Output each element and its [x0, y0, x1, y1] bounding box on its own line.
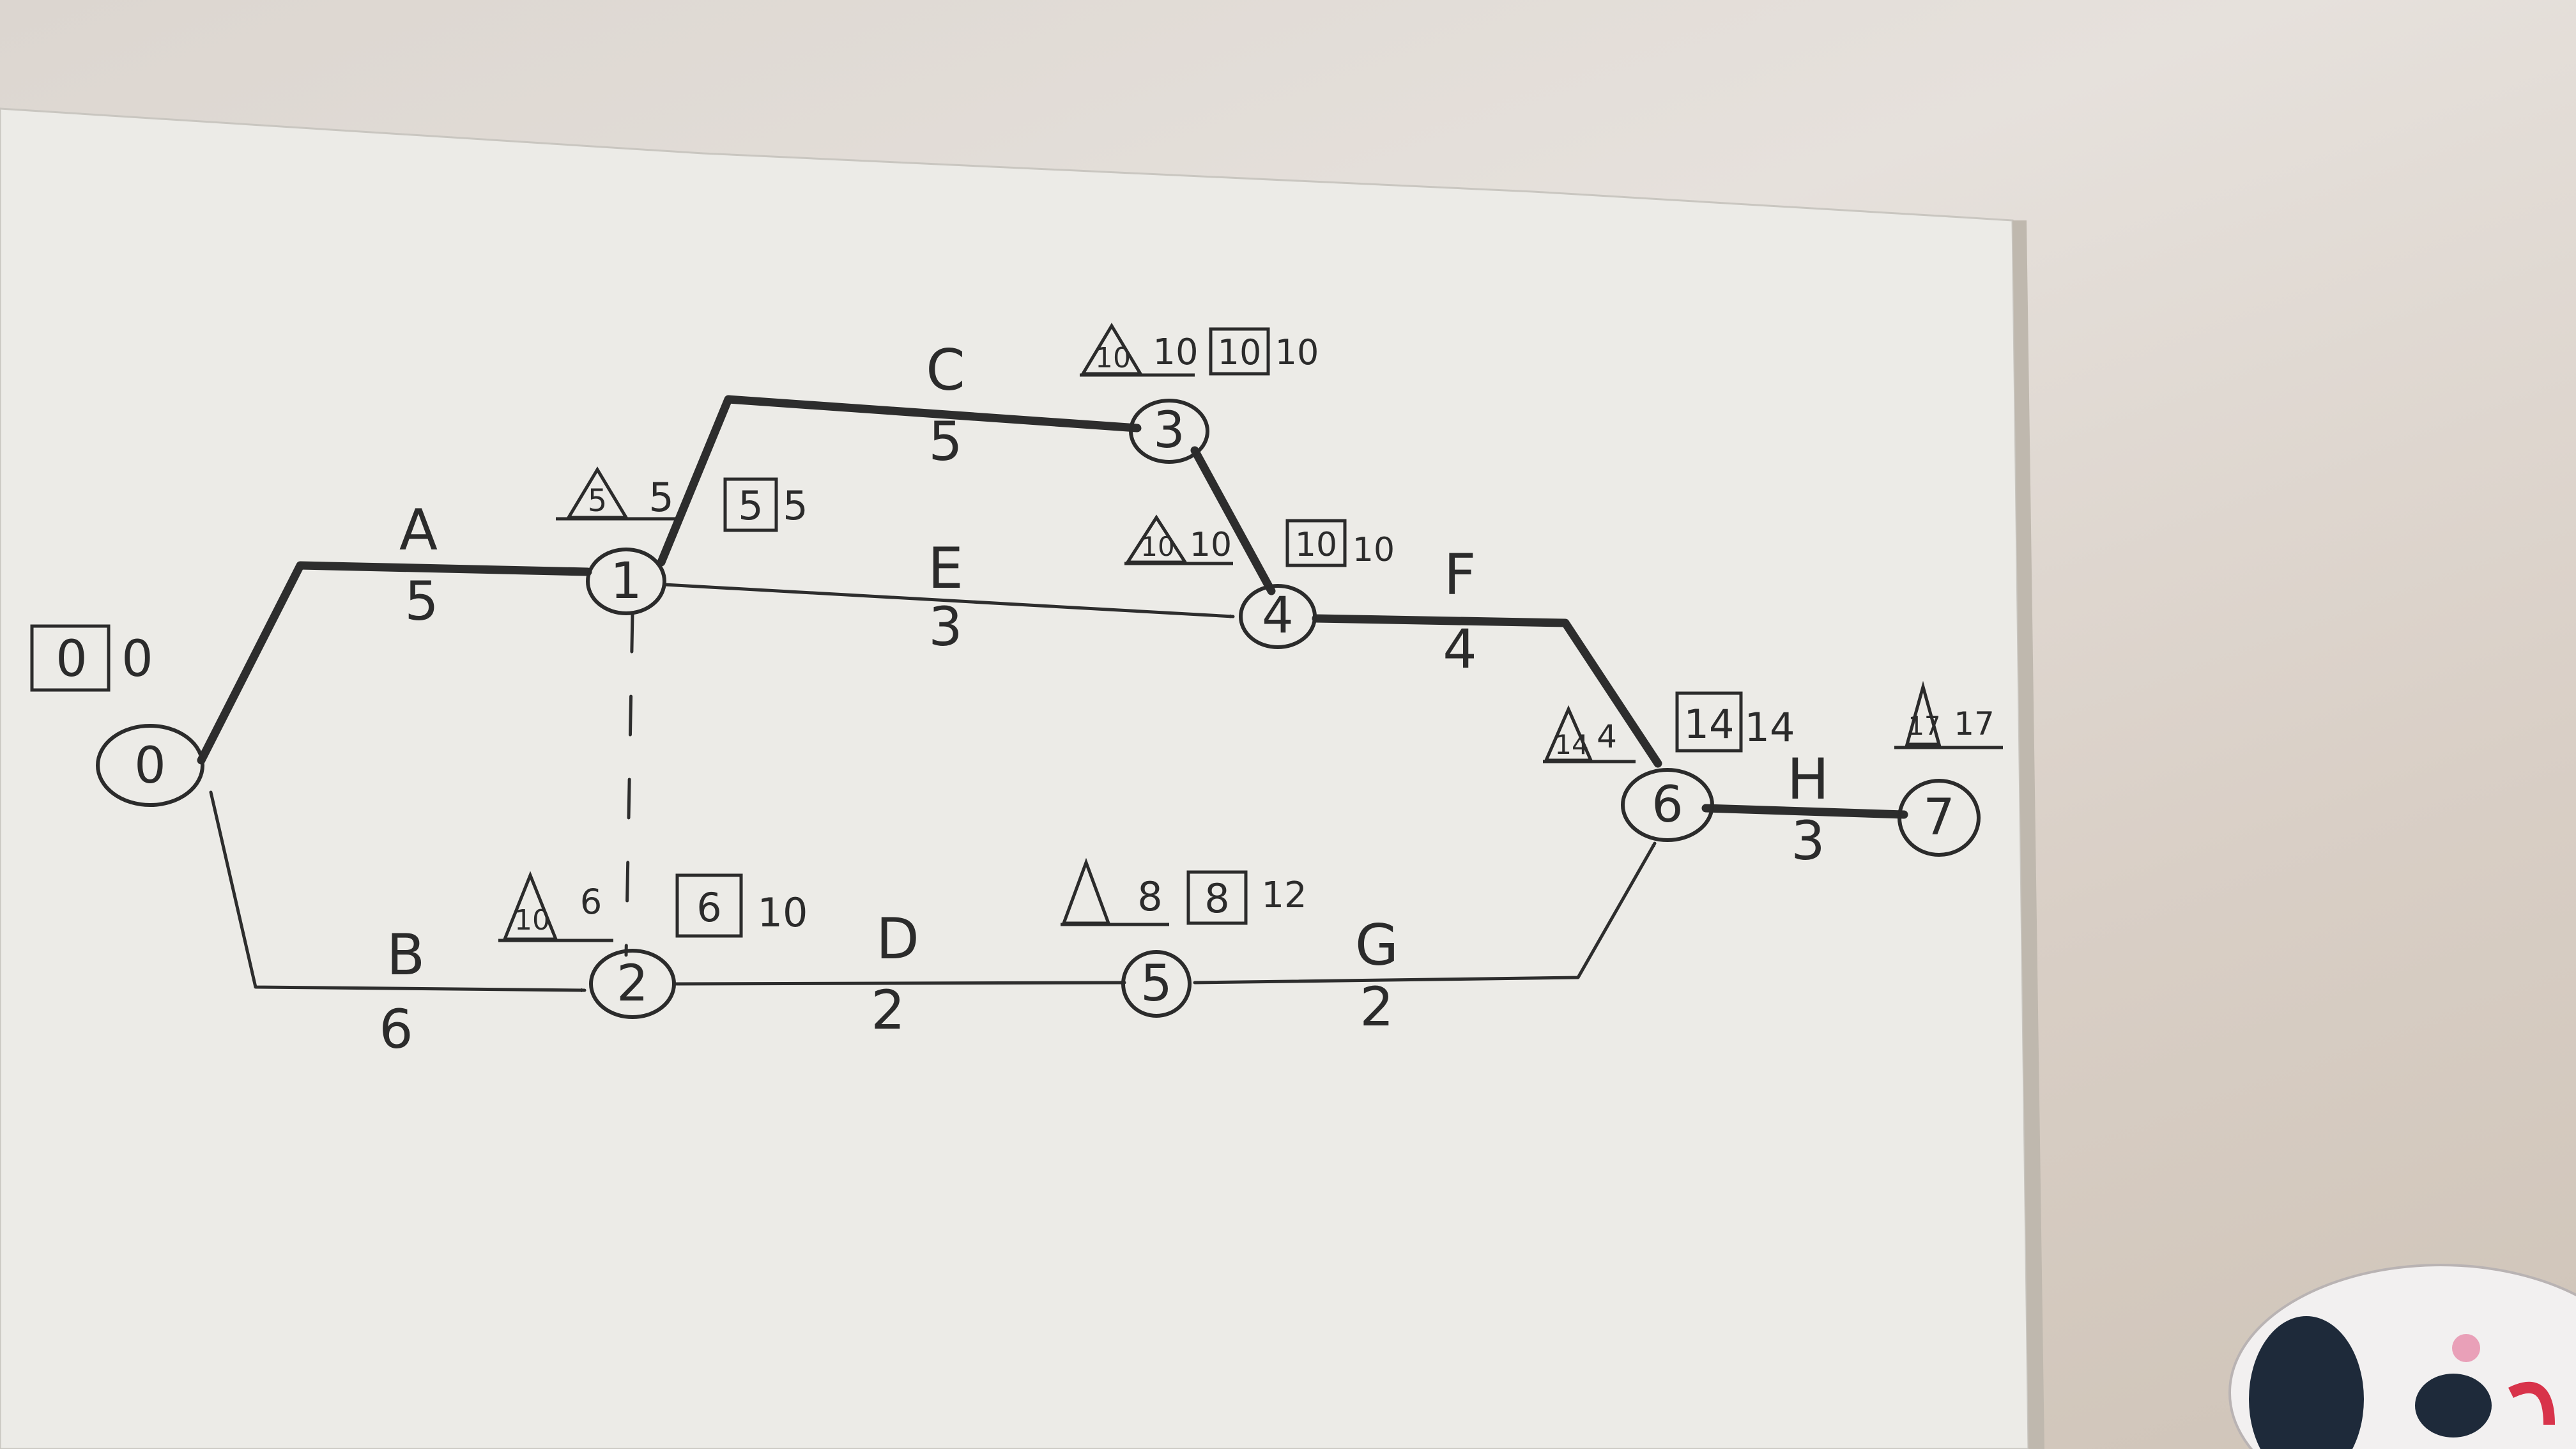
triangle-value-second: 4	[1597, 718, 1617, 755]
activity-D-name: D	[876, 906, 919, 972]
node-3-label: 3	[1153, 402, 1185, 459]
activity-H-name: H	[1787, 746, 1829, 812]
edge-F	[1312, 614, 1662, 768]
box-value-second: 10	[1353, 531, 1395, 569]
node-3: 3	[1129, 399, 1209, 464]
annotation-node-4: 10 10 10 10	[1124, 514, 1395, 569]
nodes: 0 1 2 3 4 5 6 7	[96, 399, 1981, 1019]
annotation-node-1: 5 5 5 5	[556, 466, 808, 532]
triangle-frame	[1080, 323, 1195, 377]
triangle-frame	[1894, 680, 2003, 749]
triangle-value-second: 10	[1190, 526, 1232, 564]
annotation-node-2: 10 6 6 10	[498, 871, 808, 942]
node-1: 1	[586, 548, 666, 615]
paper-edge-shadow	[2012, 220, 2044, 1449]
annotation-node-7: 17 17	[1894, 680, 2003, 749]
node-7-label: 7	[1923, 789, 1955, 847]
node-5-label: 5	[1140, 955, 1172, 1013]
activity-E-name: E	[928, 535, 963, 601]
box-frame	[1675, 691, 1743, 753]
edge-H	[1701, 804, 1908, 819]
box-value: 6	[696, 884, 721, 931]
box-frame	[723, 477, 778, 532]
annotation-node-6: 14 4 14 14	[1543, 691, 1795, 763]
box-frame	[1186, 870, 1248, 925]
activity-F-duration: 4	[1443, 618, 1476, 680]
triangle-value-second: 17	[1954, 705, 1995, 742]
activity-B-duration: 6	[379, 998, 413, 1061]
activity-A-duration: 5	[404, 570, 438, 632]
edge-A	[197, 561, 592, 765]
box-value-second: 10	[758, 889, 808, 936]
activity-C-duration: 5	[928, 410, 962, 473]
annotation-node-3: 10 10 10 10	[1080, 323, 1319, 377]
edge-C	[657, 395, 1142, 567]
annotation-node-5: 8 8 12	[1061, 857, 1307, 926]
box-value-second: 5	[783, 482, 808, 529]
activity-C-name: C	[926, 337, 965, 403]
box-frame	[1285, 519, 1347, 567]
node-1-label: 1	[610, 553, 642, 610]
triangle-value-second: 8	[1137, 873, 1162, 920]
edge-E	[663, 583, 1235, 617]
triangle-frame	[1543, 705, 1636, 763]
edge-D	[674, 983, 1126, 986]
node-4-label: 4	[1262, 587, 1294, 645]
triangle-value: 17	[1908, 712, 1941, 741]
node-7: 7	[1897, 779, 1981, 857]
edge-3-4	[1190, 446, 1276, 595]
triangle-value-second: 5	[648, 474, 673, 521]
triangle-value: 10	[1140, 531, 1174, 562]
activity-F-name: F	[1444, 542, 1476, 608]
box-value: 10	[1295, 526, 1337, 564]
node-6: 6	[1621, 768, 1714, 842]
triangle-frame	[1124, 514, 1233, 565]
activity-G-name: G	[1355, 912, 1399, 978]
triangle-frame	[556, 466, 677, 521]
node-4: 4	[1239, 584, 1317, 649]
box-value-second: 12	[1261, 875, 1307, 916]
box-frame	[1209, 327, 1270, 376]
activity-A-name: A	[399, 497, 438, 563]
node-5: 5	[1121, 950, 1192, 1018]
activity-D-duration: 2	[871, 979, 905, 1041]
edge-dummy-1-2	[626, 611, 634, 957]
eraser-object	[2228, 1264, 2576, 1449]
triangle-value-second: 10	[1153, 332, 1198, 373]
triangle-frame	[1061, 857, 1169, 926]
box-value-second: 10	[1275, 332, 1319, 372]
annotation-node-0: 0 0	[30, 624, 153, 692]
triangle-value: 10	[1095, 342, 1131, 374]
activity-G-duration: 2	[1360, 976, 1393, 1038]
node-2-label: 2	[617, 955, 648, 1013]
activity-E-duration: 3	[928, 595, 962, 658]
node-2: 2	[589, 949, 676, 1019]
edges	[197, 395, 1908, 990]
triangle-value: 5	[588, 483, 608, 519]
triangle-value-second: 6	[580, 882, 602, 922]
box-value: 0	[56, 631, 88, 688]
edge-B	[209, 790, 586, 990]
triangle-frame	[498, 871, 613, 942]
box-value: 5	[738, 482, 763, 529]
edge-G	[1193, 841, 1657, 985]
node-0: 0	[96, 724, 204, 807]
time-annotations: 0 0 5 5 5 5 10 6 6 10 10 10 10 1	[30, 323, 2003, 942]
node-6-label: 6	[1652, 776, 1683, 834]
box-value: 10	[1218, 332, 1262, 372]
activity-labels: A 5 B 6 C 5 D 2 E 3 F 4 G 2 H 3	[379, 337, 1829, 1061]
activity-H-duration: 3	[1791, 809, 1825, 872]
triangle-value: 14	[1554, 729, 1588, 760]
node-0-label: 0	[134, 737, 166, 795]
activity-B-name: B	[387, 922, 425, 988]
box-frame	[30, 624, 111, 692]
box-value-second: 14	[1745, 704, 1795, 751]
box-value: 8	[1204, 875, 1229, 922]
box-value: 14	[1684, 701, 1735, 747]
triangle-value: 10	[514, 904, 550, 937]
paper-sheet	[0, 107, 2030, 1449]
box-value-second: 0	[121, 631, 153, 688]
box-frame	[675, 873, 743, 938]
